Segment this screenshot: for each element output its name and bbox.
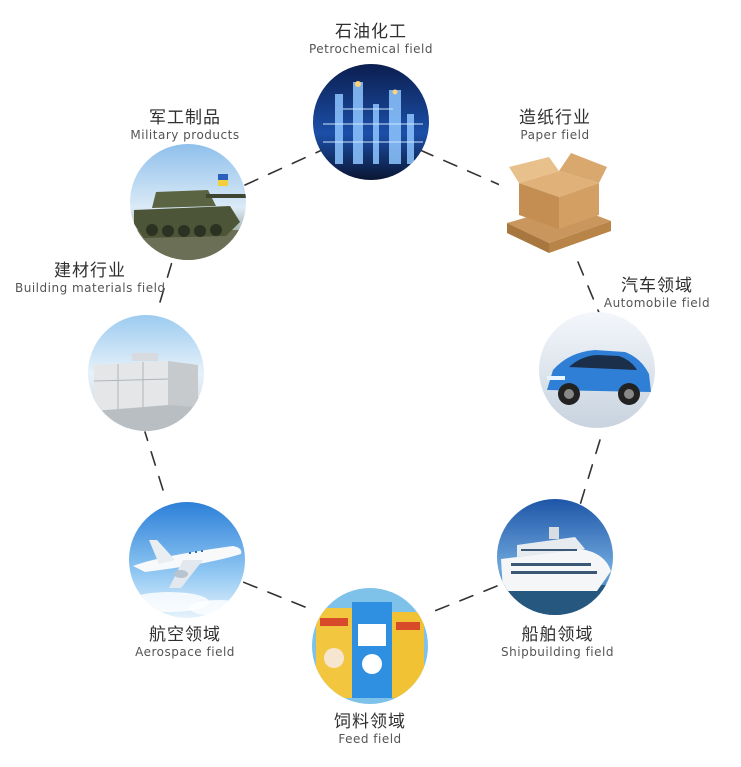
feed-bags-icon — [312, 588, 428, 704]
label-automobile-en: Automobile field — [603, 296, 711, 310]
refinery-icon — [313, 64, 429, 180]
label-automobile-zh: 汽车领域 — [621, 276, 693, 296]
building-image — [88, 315, 204, 431]
label-paper: 造纸行业 Paper field — [495, 108, 615, 143]
paper-image — [499, 143, 615, 259]
petrochemical-image — [313, 64, 429, 180]
label-aerospace-en: Aerospace field — [135, 645, 235, 659]
label-automobile: 汽车领域 Automobile field — [592, 276, 722, 311]
connector-aero-building — [144, 431, 164, 491]
military-image — [130, 144, 246, 260]
connector-feed-aero — [242, 581, 306, 608]
label-paper-zh: 造纸行业 — [519, 108, 591, 128]
label-petrochemical-en: Petrochemical field — [308, 42, 433, 56]
label-building-en: Building materials field — [15, 281, 166, 295]
suv-car-icon — [539, 312, 655, 428]
label-paper-en: Paper field — [520, 128, 590, 142]
connector-paper-auto — [577, 261, 601, 316]
label-military-zh: 军工制品 — [149, 108, 221, 128]
label-feed-en: Feed field — [338, 732, 402, 746]
label-aerospace: 航空领域 Aerospace field — [125, 625, 245, 660]
label-petrochemical: 石油化工 Petrochemical field — [295, 22, 447, 57]
label-petrochemical-zh: 石油化工 — [335, 22, 407, 42]
aerospace-image — [129, 502, 245, 618]
shipbuilding-image — [497, 499, 613, 615]
label-feed: 饲料领域 Feed field — [310, 712, 430, 747]
label-building: 建材行业 Building materials field — [15, 261, 165, 296]
cruise-ship-icon — [497, 499, 613, 615]
label-military-en: Military products — [130, 128, 240, 142]
label-shipbuilding-en: Shipbuilding field — [501, 645, 614, 659]
connector-petro-paper — [419, 149, 501, 186]
label-building-zh: 建材行业 — [54, 261, 126, 281]
airplane-icon — [129, 502, 245, 618]
label-shipbuilding: 船舶领域 Shipbuilding field — [495, 625, 620, 660]
connector-auto-ship — [579, 439, 601, 506]
connector-military-petro — [244, 149, 323, 186]
feed-image — [312, 588, 428, 704]
label-aerospace-zh: 航空领域 — [149, 625, 221, 645]
connector-ship-feed — [426, 585, 498, 615]
tank-icon — [130, 144, 246, 260]
cardboard-box-icon — [499, 143, 615, 259]
concrete-blocks-icon — [88, 315, 204, 431]
label-feed-zh: 饲料领域 — [334, 712, 406, 732]
connector-building-military — [159, 261, 173, 303]
automobile-image — [539, 312, 655, 428]
label-shipbuilding-zh: 船舶领域 — [521, 625, 594, 645]
label-military: 军工制品 Military products — [125, 108, 245, 143]
